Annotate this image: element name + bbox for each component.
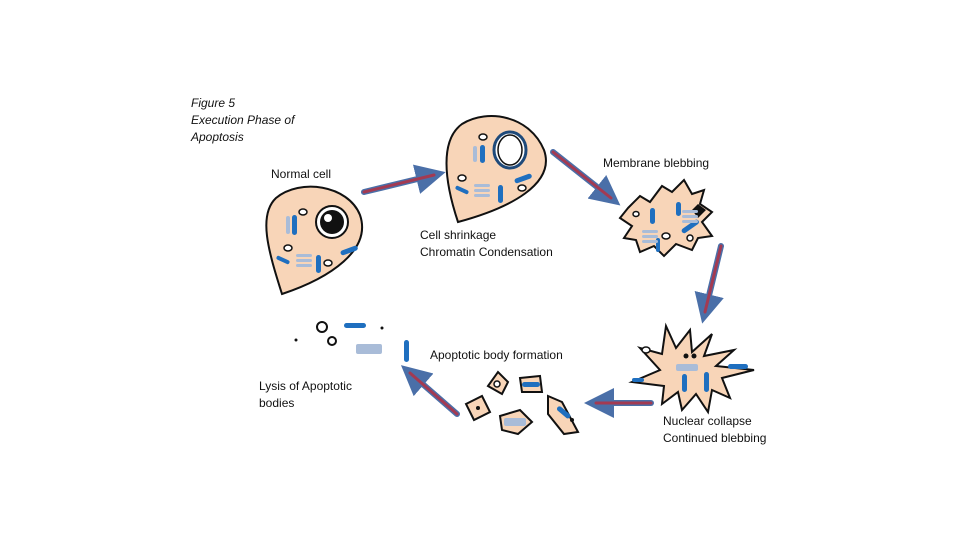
label-line: Normal cell: [271, 167, 332, 181]
apoptotic-bodies: [464, 370, 580, 436]
label-line: Nuclear collapse: [663, 414, 752, 428]
label-line: Cell shrinkage: [420, 228, 497, 242]
shrinking-cell: [445, 115, 547, 224]
label-line: Lysis of Apoptotic: [259, 379, 352, 393]
label-cell-shrinkage: Cell shrinkage Chromatin Condensation: [420, 227, 553, 261]
lysis-debris: [294, 321, 409, 362]
label-line: Apoptotic body formation: [430, 348, 563, 362]
label-nuclear-collapse: Nuclear collapse Continued blebbing: [663, 413, 766, 447]
label-normal-cell: Normal cell: [271, 166, 331, 183]
label-membrane-blebbing: Membrane blebbing: [603, 155, 709, 172]
figure-caption-line: Apoptosis: [191, 130, 244, 144]
blebbing-cell: [618, 178, 714, 258]
figure-caption-line: Figure 5: [191, 96, 236, 110]
process-arrows: [361, 149, 724, 418]
label-line: bodies: [259, 396, 295, 410]
figure-caption: Figure 5 Execution Phase of Apoptosis: [191, 95, 294, 146]
label-apoptotic-body-formation: Apoptotic body formation: [430, 347, 563, 364]
figure-caption-line: Execution Phase of: [191, 113, 295, 127]
label-line: Chromatin Condensation: [420, 245, 553, 259]
collapsing-cell: [628, 322, 755, 415]
label-lysis: Lysis of Apoptotic bodies: [259, 378, 352, 412]
label-line: Continued blebbing: [663, 431, 767, 445]
normal-cell: [265, 185, 363, 296]
label-line: Membrane blebbing: [603, 156, 710, 170]
